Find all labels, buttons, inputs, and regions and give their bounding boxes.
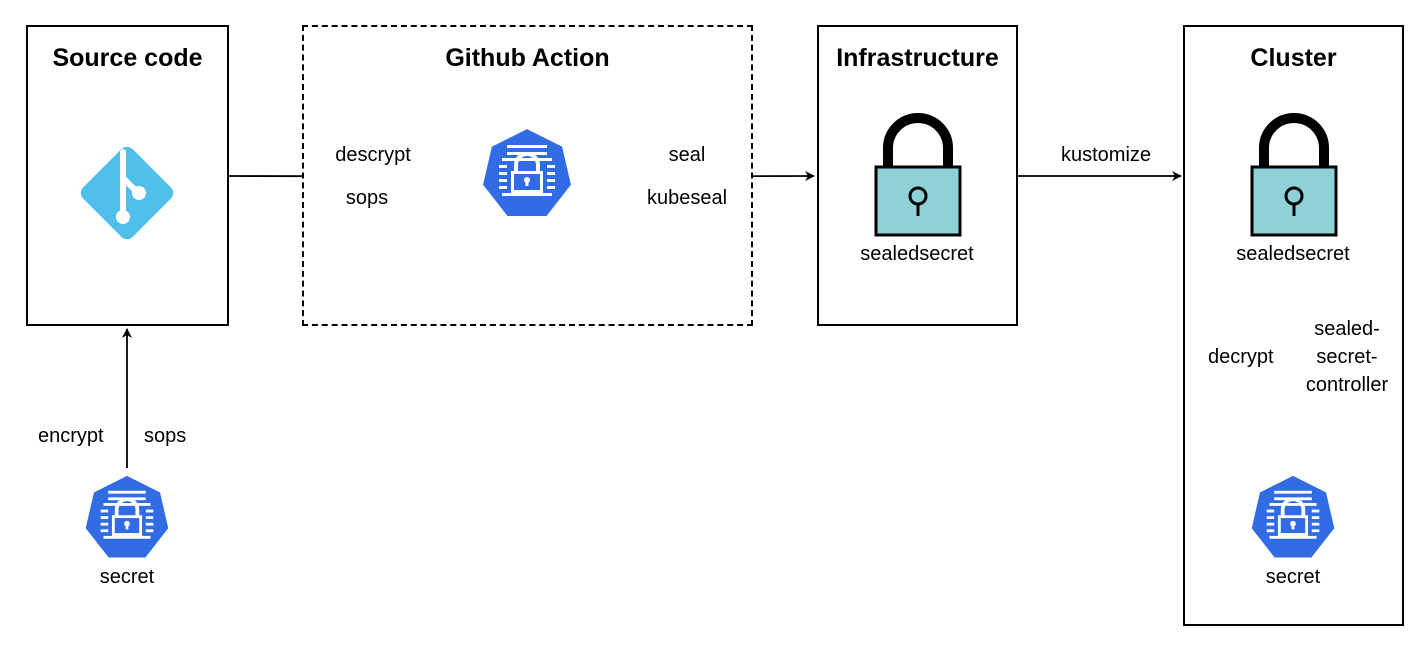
- edge-label-kubeseal: kubeseal: [646, 187, 728, 209]
- infrastructure-title: Infrastructure: [836, 44, 999, 72]
- edge-label-decrypt: decrypt: [1208, 346, 1274, 368]
- padlock-icon: [1250, 113, 1338, 237]
- edge-label-descrypt: descrypt: [335, 144, 411, 166]
- controller-line-1: sealed-: [1314, 318, 1380, 340]
- controller-line-3: controller: [1305, 374, 1389, 396]
- padlock-icon: [874, 113, 962, 237]
- edge-label-sops-top: sops: [345, 187, 389, 209]
- git-icon: [80, 146, 174, 240]
- cluster-sealedsecret-label: sealedsecret: [1236, 243, 1350, 265]
- bottom-left-secret-label: secret: [99, 566, 155, 588]
- edge-label-kustomize: kustomize: [1060, 144, 1152, 166]
- kubernetes-secret-icon: [1249, 473, 1337, 560]
- infrastructure-sealedsecret-label: sealedsecret: [860, 243, 974, 265]
- controller-line-2: secret-: [1316, 346, 1378, 368]
- source-code-title: Source code: [52, 44, 203, 72]
- edge-label-sops-left: sops: [144, 425, 187, 447]
- kubernetes-secret-icon: [83, 473, 171, 560]
- cluster-title: Cluster: [1250, 44, 1337, 72]
- github-action-title: Github Action: [445, 44, 610, 72]
- kubernetes-secret-icon: [480, 126, 574, 218]
- edge-label-seal: seal: [668, 144, 706, 166]
- cluster-secret-label: secret: [1265, 566, 1321, 588]
- edge-label-encrypt: encrypt: [38, 425, 104, 447]
- edge-label-sealed-secret-controller: sealed- secret- controller: [1306, 315, 1388, 399]
